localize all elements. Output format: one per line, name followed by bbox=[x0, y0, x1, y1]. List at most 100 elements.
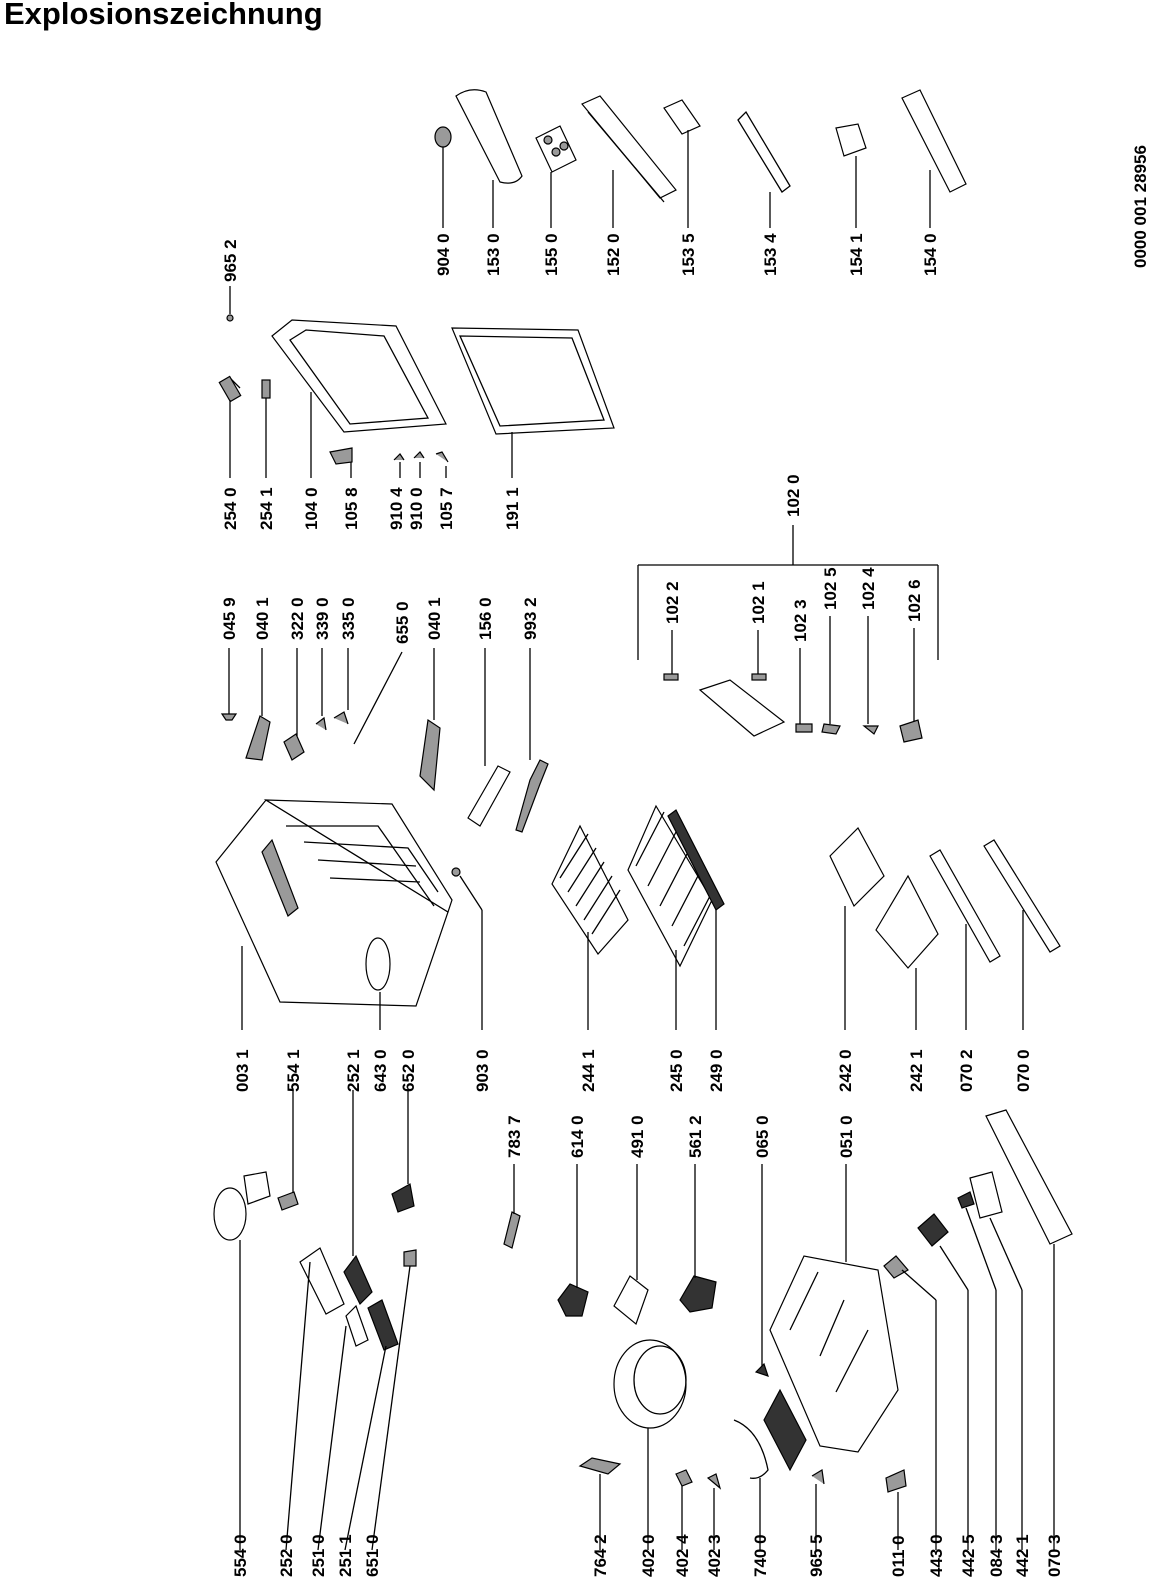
part-relay-6140 bbox=[557, 1164, 589, 1317]
page-title: Explosionszeichnung bbox=[4, 0, 323, 31]
part-door-shelf-1520 bbox=[581, 95, 677, 228]
part-label: 251 1 bbox=[336, 1534, 355, 1577]
part-condenser-7400 bbox=[733, 1388, 807, 1550]
part-rail-0700 bbox=[983, 839, 1061, 1030]
part-label: 084 3 bbox=[987, 1534, 1006, 1577]
part-label: 910 4 bbox=[387, 487, 406, 530]
part-label: 651 0 bbox=[363, 1534, 382, 1577]
part-label: 102 1 bbox=[749, 581, 768, 624]
part-label: 045 9 bbox=[220, 597, 239, 640]
part-label: 152 0 bbox=[604, 233, 623, 276]
part-door-gasket-1911 bbox=[451, 327, 615, 478]
part-label: 491 0 bbox=[628, 1115, 647, 1158]
part-scraper-9932 bbox=[515, 648, 549, 833]
part-door-shelf-1540 bbox=[901, 89, 967, 228]
part-label: 252 1 bbox=[344, 1049, 363, 1092]
part-label: 070 0 bbox=[1014, 1049, 1033, 1092]
part-dryer-0650 bbox=[754, 1164, 769, 1377]
part-label: 011 0 bbox=[889, 1535, 908, 1577]
part-bracket-1541 bbox=[835, 123, 867, 228]
part-board-5612 bbox=[679, 1164, 717, 1313]
part-capillary-7837 bbox=[503, 1164, 521, 1249]
part-screw-9652 bbox=[226, 286, 234, 322]
part-label: 156 0 bbox=[476, 597, 495, 640]
part-label: 153 4 bbox=[761, 233, 780, 276]
part-foot-0110 bbox=[885, 1469, 907, 1550]
part-rail-0702 bbox=[929, 849, 1001, 1030]
part-label: 783 7 bbox=[505, 1115, 524, 1158]
group-label: 102 0 bbox=[784, 474, 803, 517]
part-switch-5541 bbox=[277, 1090, 299, 1211]
part-label: 254 0 bbox=[221, 487, 240, 530]
part-base-0510 bbox=[769, 1164, 899, 1453]
part-label: 040 1 bbox=[425, 597, 444, 640]
part-back-parts bbox=[883, 1109, 1073, 1550]
part-cabinet-0031 bbox=[215, 799, 453, 1030]
part-labels: 904 0 153 0 155 0 152 0 153 5 153 4 154 … bbox=[220, 233, 1064, 1577]
part-label: 249 0 bbox=[707, 1049, 726, 1092]
part-label: 051 0 bbox=[837, 1115, 856, 1158]
part-compressor-4020 bbox=[578, 1339, 722, 1550]
part-label: 402 3 bbox=[705, 1534, 724, 1577]
part-label: 244 1 bbox=[579, 1049, 598, 1092]
part-door-assembly-1040 bbox=[218, 319, 447, 478]
part-ice-tray-1560 bbox=[467, 648, 511, 827]
part-hinge-parts-1058 bbox=[329, 447, 449, 478]
part-cover-4910 bbox=[613, 1164, 649, 1326]
part-label: 153 5 bbox=[679, 233, 698, 276]
part-label: 903 0 bbox=[473, 1049, 492, 1092]
part-label: 993 2 bbox=[521, 597, 540, 640]
part-label: 554 1 bbox=[284, 1049, 303, 1092]
part-label: 245 0 bbox=[667, 1049, 686, 1092]
part-label: 065 0 bbox=[753, 1115, 772, 1158]
part-lamp-cover-5540 bbox=[213, 1171, 271, 1550]
part-label: 614 0 bbox=[568, 1115, 587, 1158]
part-label: 652 0 bbox=[399, 1049, 418, 1092]
part-label: 965 2 bbox=[221, 239, 240, 282]
part-label: 442 5 bbox=[959, 1534, 978, 1577]
part-label: 251 0 bbox=[309, 1534, 328, 1577]
part-label: 102 5 bbox=[821, 567, 840, 610]
part-label: 554 0 bbox=[231, 1534, 250, 1577]
part-label: 643 0 bbox=[371, 1049, 390, 1092]
part-label: 335 0 bbox=[339, 597, 358, 640]
part-label: 322 0 bbox=[288, 597, 307, 640]
part-label: 070 2 bbox=[957, 1049, 976, 1092]
part-label: 442 1 bbox=[1013, 1534, 1032, 1577]
part-label: 155 0 bbox=[542, 233, 561, 276]
part-crisper-2420 bbox=[829, 827, 885, 1030]
part-strip-2490 bbox=[667, 809, 725, 1030]
part-label: 402 0 bbox=[639, 1534, 658, 1577]
part-shelf-2441 bbox=[551, 824, 629, 1030]
part-label: 070 3 bbox=[1045, 1534, 1064, 1577]
part-crisper-2421 bbox=[875, 874, 939, 1030]
part-label: 443 0 bbox=[927, 1534, 946, 1577]
part-label: 740 0 bbox=[751, 1534, 770, 1577]
part-clip-9655 bbox=[811, 1469, 825, 1550]
part-label: 655 0 bbox=[393, 601, 412, 644]
part-drain-9030 bbox=[451, 867, 483, 1030]
part-label: 242 1 bbox=[907, 1049, 926, 1092]
part-label: 154 0 bbox=[921, 233, 940, 276]
part-label: 965 5 bbox=[807, 1534, 826, 1577]
part-holder-9040 bbox=[434, 126, 452, 228]
part-label: 153 0 bbox=[484, 233, 503, 276]
part-label: 105 8 bbox=[342, 487, 361, 530]
group-bracket-1020 bbox=[637, 525, 939, 724]
part-label: 040 1 bbox=[253, 597, 272, 640]
part-light-cover-1021 bbox=[663, 673, 923, 743]
part-label: 102 4 bbox=[859, 567, 878, 610]
part-label: 003 1 bbox=[233, 1049, 252, 1092]
part-label: 102 6 bbox=[905, 579, 924, 622]
part-small-components bbox=[220, 648, 441, 792]
part-label: 154 1 bbox=[847, 233, 866, 276]
part-label: 339 0 bbox=[313, 597, 332, 640]
part-label: 102 2 bbox=[663, 581, 682, 624]
part-label: 242 0 bbox=[836, 1049, 855, 1092]
part-label: 105 7 bbox=[437, 487, 456, 530]
part-rail-1534 bbox=[737, 110, 791, 228]
document-number: 0000 001 28956 bbox=[1131, 145, 1150, 268]
part-small-box-1535 bbox=[663, 99, 701, 228]
part-label: 254 1 bbox=[257, 487, 276, 530]
